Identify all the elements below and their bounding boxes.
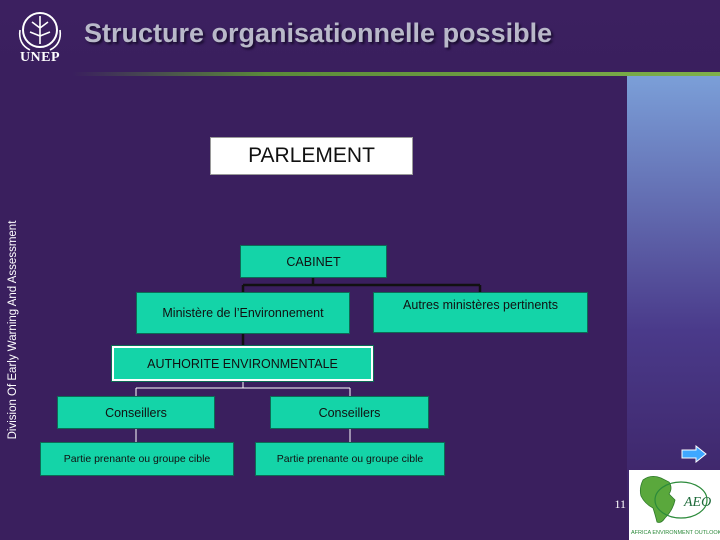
right-decorative-strip [627,76,720,540]
africa-map-icon: AEO [639,476,711,523]
division-vertical-label: Division Of Early Warning And Assessment [7,220,19,440]
cabinet-box: CABINET [240,245,387,278]
parlement-box: PARLEMENT [210,137,413,175]
ministere-environnement-box: Ministère de l’Environnement [136,292,350,334]
autres-ministeres-box: Autres ministères pertinents [373,292,588,333]
next-slide-arrow-icon[interactable] [681,444,707,464]
slide-title: Structure organisationnelle possible [84,18,553,48]
partie-prenante-left-box: Partie prenante ou groupe cible [40,442,234,476]
autorite-environnementale-box: AUTHORITE ENVIRONMENTALE [111,345,374,382]
conseillers-left-box: Conseillers [57,396,215,429]
header-divider [72,72,720,76]
aeo-logo-text: AEO [683,495,711,510]
header-background [0,0,720,72]
unep-logo-text: UNEP [19,50,61,65]
unep-logo-icon [12,8,68,68]
partie-prenante-right-box: Partie prenante ou groupe cible [255,442,445,476]
page-number: 11 [614,497,626,511]
aeo-logo: AEO [629,470,720,540]
left-sidebar-strip [0,76,28,540]
conseillers-right-box: Conseillers [270,396,429,429]
aeo-caption: AFRICA ENVIRONMENT OUTLOOK [631,530,720,536]
